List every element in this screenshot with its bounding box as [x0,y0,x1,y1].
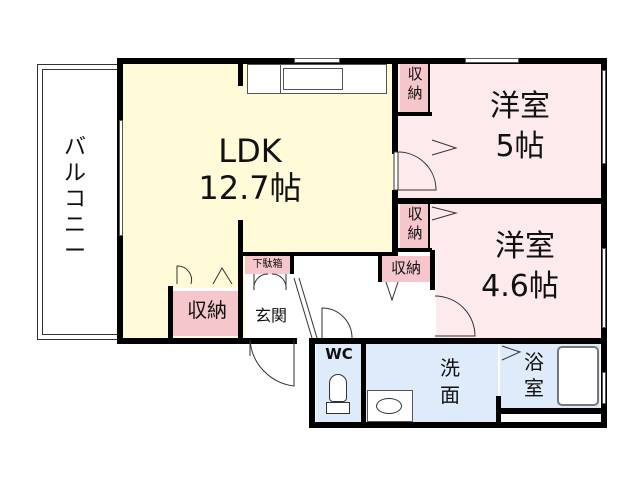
wall [309,338,607,344]
bedroom1-closet-label-2: 納 [407,84,423,102]
wall [117,58,607,64]
ldk-closet[interactable] [173,288,241,336]
wall [398,198,604,204]
washroom-label-2: 面 [440,383,460,407]
window [294,58,340,63]
bedroom1-size: 5帖 [495,129,545,164]
ldk-name: LDK [218,132,282,170]
shoe-box[interactable] [245,256,290,274]
wall [428,204,430,250]
wall [243,252,398,256]
balcony-label: バルコニー [63,135,86,264]
hall-closet[interactable] [382,256,430,282]
bedroom2-size: 4.6帖 [481,269,559,304]
wall [361,344,366,424]
balcony [37,64,121,340]
wall [238,220,243,344]
wall [309,422,607,428]
hall-closet-label: 収納 [390,259,421,277]
bedroom-5-jo [398,64,604,199]
wall [290,256,294,274]
wall [498,408,604,414]
wall [392,58,398,154]
bedroom1-closet-label-1: 収 [407,65,423,83]
bath-label-2: 室 [524,376,544,400]
kitchen-sink [283,68,343,90]
bedroom2-closet[interactable] [400,204,430,250]
bedroom1-name: 洋室 [490,89,550,124]
wall [378,256,382,282]
kitchen-counter [247,64,387,94]
window [602,70,606,164]
bathtub-icon [557,346,599,406]
wall [168,286,173,342]
wall [117,338,297,344]
bath-label-1: 浴 [524,350,544,374]
bedroom2-closet-label-1: 収 [407,205,423,223]
toilet-icon [329,374,347,402]
bedroom1-closet[interactable] [400,64,430,114]
wall [601,58,607,428]
shoe-box-label: 下駄箱 [252,259,283,270]
window [602,372,606,404]
wall [398,112,432,116]
window [119,120,123,236]
wall [392,190,398,256]
ldk-closet-label: 収納 [187,298,227,322]
wall [398,248,432,252]
entrance-label: 玄関 [254,306,287,325]
wall [238,58,243,86]
window [465,58,519,63]
ldk-size: 12.7帖 [198,169,302,207]
wall [309,338,315,428]
wc-label: WC [325,345,353,363]
wall [430,250,435,290]
washroom-label-1: 洗 [440,356,460,380]
bedroom2-name: 洋室 [495,229,555,264]
wall [428,64,430,114]
bedroom2-closet-label-2: 納 [407,224,423,242]
window [602,248,606,328]
